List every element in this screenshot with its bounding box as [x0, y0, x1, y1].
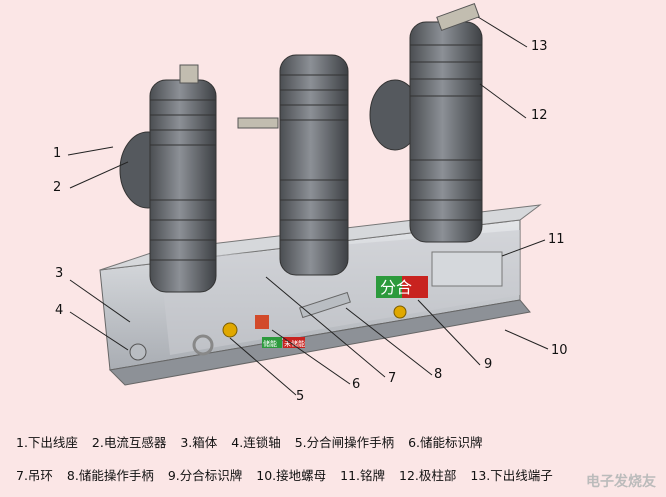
- legend-item: 4.连锁轴: [231, 435, 281, 450]
- callout-1: 1: [53, 146, 62, 161]
- legend-item: 6.储能标识牌: [408, 435, 483, 450]
- callout-leaders: [67, 16, 549, 396]
- callout-4: 4: [55, 303, 64, 318]
- spring-state-plate: [262, 337, 305, 348]
- callout-2: 2: [53, 180, 62, 195]
- close-open-plate: [376, 276, 428, 298]
- spring-energy-label: 储能: [263, 339, 277, 348]
- legend-item: 2.电流互感器: [91, 435, 167, 450]
- callout-12: 12: [531, 108, 548, 123]
- callout-11: 11: [548, 232, 565, 247]
- legend-item: 5.分合闸操作手柄: [294, 435, 395, 450]
- legend-item: 12.极柱部: [399, 468, 457, 483]
- lifting-bar: [299, 291, 351, 319]
- callout-3: 3: [55, 266, 64, 281]
- spring-release-label: 未储能: [284, 339, 305, 348]
- nameplate: [431, 251, 503, 287]
- legend-item: 7.吊环: [16, 468, 53, 483]
- legend-row-2: 7.吊环 8.储能操作手柄 9.分合标识牌 10.接地螺母 11.铭牌 12.极…: [16, 465, 656, 484]
- lifting-ring: [192, 334, 214, 356]
- close-open-plate-label: 分合: [380, 278, 412, 297]
- earth-nut: [393, 305, 407, 319]
- legend-item: 9.分合标识牌: [167, 468, 243, 483]
- legend-item: 10.接地螺母: [256, 468, 327, 483]
- legend-item: 11.铭牌: [340, 468, 386, 483]
- pole-right: [409, 2, 483, 243]
- callout-6: 6: [352, 377, 361, 392]
- spring-indicator: [255, 315, 269, 329]
- callout-10: 10: [551, 343, 568, 358]
- interlock-shaft: [129, 343, 147, 361]
- legend-item: 3.箱体: [180, 435, 218, 450]
- operating-handle-5: [222, 322, 238, 338]
- callout-13: 13: [531, 39, 548, 54]
- watermark-logo: 电子发烧友: [586, 474, 656, 490]
- callout-5: 5: [296, 389, 305, 404]
- callout-8: 8: [434, 367, 443, 382]
- legend-item: 13.下出线端子: [470, 468, 553, 483]
- pole-left: [149, 64, 217, 293]
- callout-7: 7: [388, 371, 397, 386]
- legend-row-1: 1.下出线座 2.电流互感器 3.箱体 4.连锁轴 5.分合闸操作手柄 6.储能…: [16, 432, 656, 451]
- legend-item: 8.储能操作手柄: [66, 468, 154, 483]
- callout-9: 9: [484, 357, 493, 372]
- pole-middle: [237, 54, 349, 276]
- legend-item: 1.下出线座: [16, 435, 78, 450]
